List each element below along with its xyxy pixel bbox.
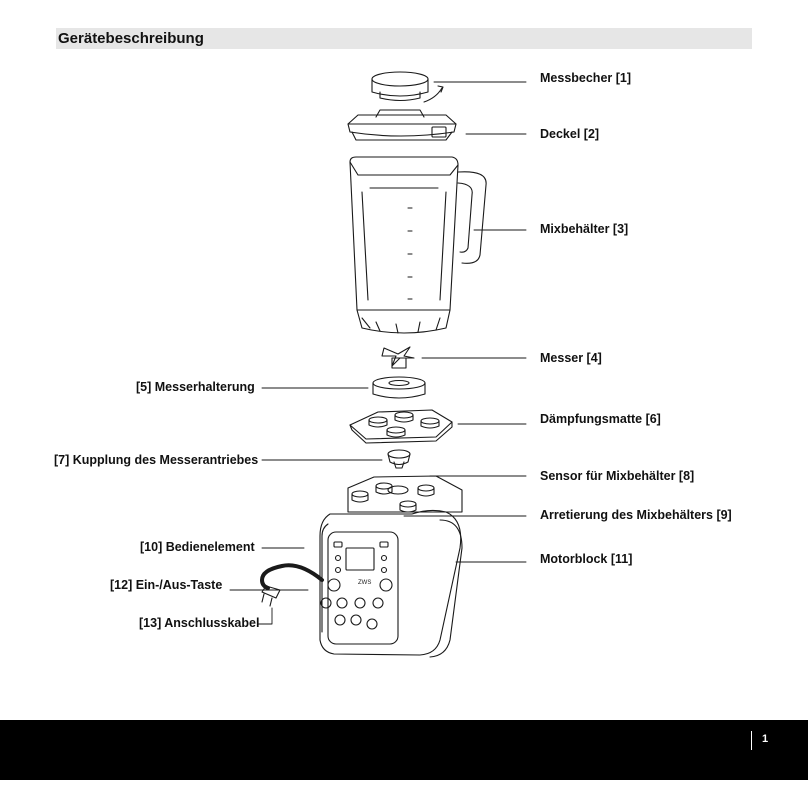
label-lid: Deckel [2] <box>540 127 600 141</box>
page-title: Gerätebeschreibung <box>58 30 204 47</box>
blade-drawing <box>381 346 415 369</box>
damping-mat-drawing <box>349 409 453 444</box>
power-cable-drawing <box>260 563 324 607</box>
label-motor-block: Motorblock [11] <box>540 552 633 566</box>
label-power-switch: [12] Ein-/Aus-Taste <box>110 578 223 592</box>
measuring-cup-drawing <box>371 71 444 103</box>
label-lock: Arretierung des Mixbehälters [9] <box>540 508 732 522</box>
coupling-drawing <box>387 449 411 469</box>
lid-drawing <box>347 109 457 141</box>
label-power-cable: [13] Anschlusskabel <box>139 616 260 630</box>
blade-holder-drawing <box>372 376 426 399</box>
label-measuring-cup: Messbecher [1] <box>540 71 632 85</box>
label-sensor: Sensor für Mixbehälter [8] <box>540 469 695 483</box>
label-coupling: [7] Kupplung des Messerantriebes <box>54 453 259 467</box>
footer-bar <box>0 720 808 780</box>
leader-lines <box>229 81 527 625</box>
jug-drawing <box>349 156 487 334</box>
motor-block-drawing: ZWS <box>319 475 463 658</box>
label-control-panel: [10] Bedienelement <box>140 540 255 554</box>
label-blade: Messer [4] <box>540 351 602 365</box>
page-number: 1 <box>762 733 769 745</box>
label-blade-holder: [5] Messerhalterung <box>136 380 255 394</box>
label-jug: Mixbehälter [3] <box>540 222 629 236</box>
header-bar <box>56 28 752 49</box>
label-damping-mat: Dämpfungsmatte [6] <box>540 412 661 426</box>
svg-text:ZWS: ZWS <box>358 580 371 586</box>
footer-divider <box>751 731 752 750</box>
